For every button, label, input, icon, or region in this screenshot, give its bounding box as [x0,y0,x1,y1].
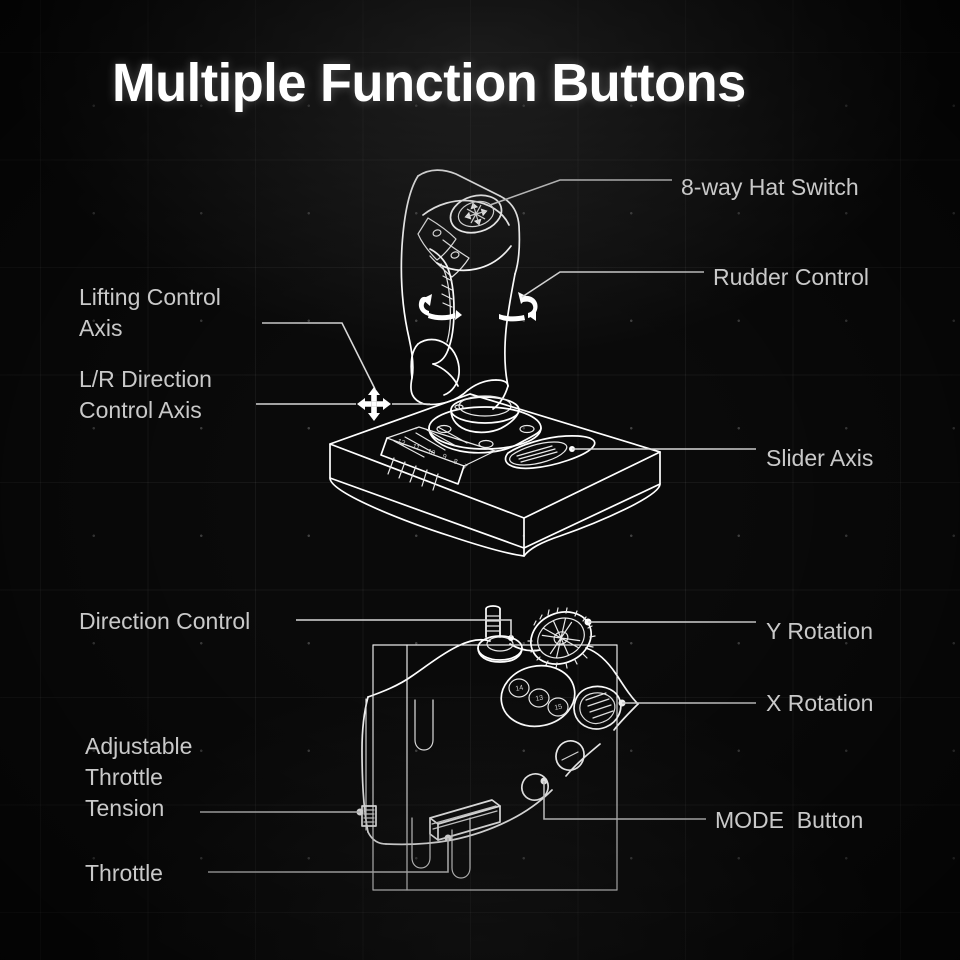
callout-label-direction-control: Direction Control [79,608,251,634]
callout-label-lifting-control-axis: Lifting Control Axis [79,284,221,341]
callout-label-rudder-control: Rudder Control [713,264,869,290]
mode-button [520,739,585,802]
page-title: Multiple Function Buttons [112,53,746,113]
svg-text:8: 8 [452,458,458,466]
callout-label-adjustable-throttle-tension: Adjustable Throttle Tension [85,733,193,821]
x-rotation-rocker [573,685,626,730]
button-cluster: 14 13 15 [500,664,576,728]
callout-label-y-rotation: Y Rotation [766,618,873,644]
base-button-strip: 12 11 10 9 8 7 [380,426,496,491]
hat-switch-glyph [464,202,488,226]
callout-label-throttle: Throttle [85,860,163,886]
callout-label-lr-direction-control-axis: L/R Direction Control Axis [79,366,212,423]
slider-control [504,435,596,470]
svg-text:13: 13 [535,694,544,702]
svg-text:7: 7 [462,463,468,471]
callout-label-hat-switch: 8-way Hat Switch [681,174,859,200]
rotate-cw-arrow [499,292,538,322]
callout-label-x-rotation: X Rotation [766,690,874,716]
throttle-illustration: 14 13 15 [356,605,639,891]
svg-text:10: 10 [426,448,436,457]
mini-stick [477,605,523,663]
y-rotation-wheel [527,607,596,669]
callout-label-slider-axis: Slider Axis [766,445,874,471]
four-way-move-arrow [357,387,391,421]
leader-lines [200,179,756,873]
rotate-ccw-arrow [418,294,462,321]
svg-text:14: 14 [515,684,524,692]
joystick-illustration: 12 11 10 9 8 7 [329,169,661,557]
callout-label-mode-button: MODE Button [715,807,864,833]
svg-text:15: 15 [554,703,563,711]
